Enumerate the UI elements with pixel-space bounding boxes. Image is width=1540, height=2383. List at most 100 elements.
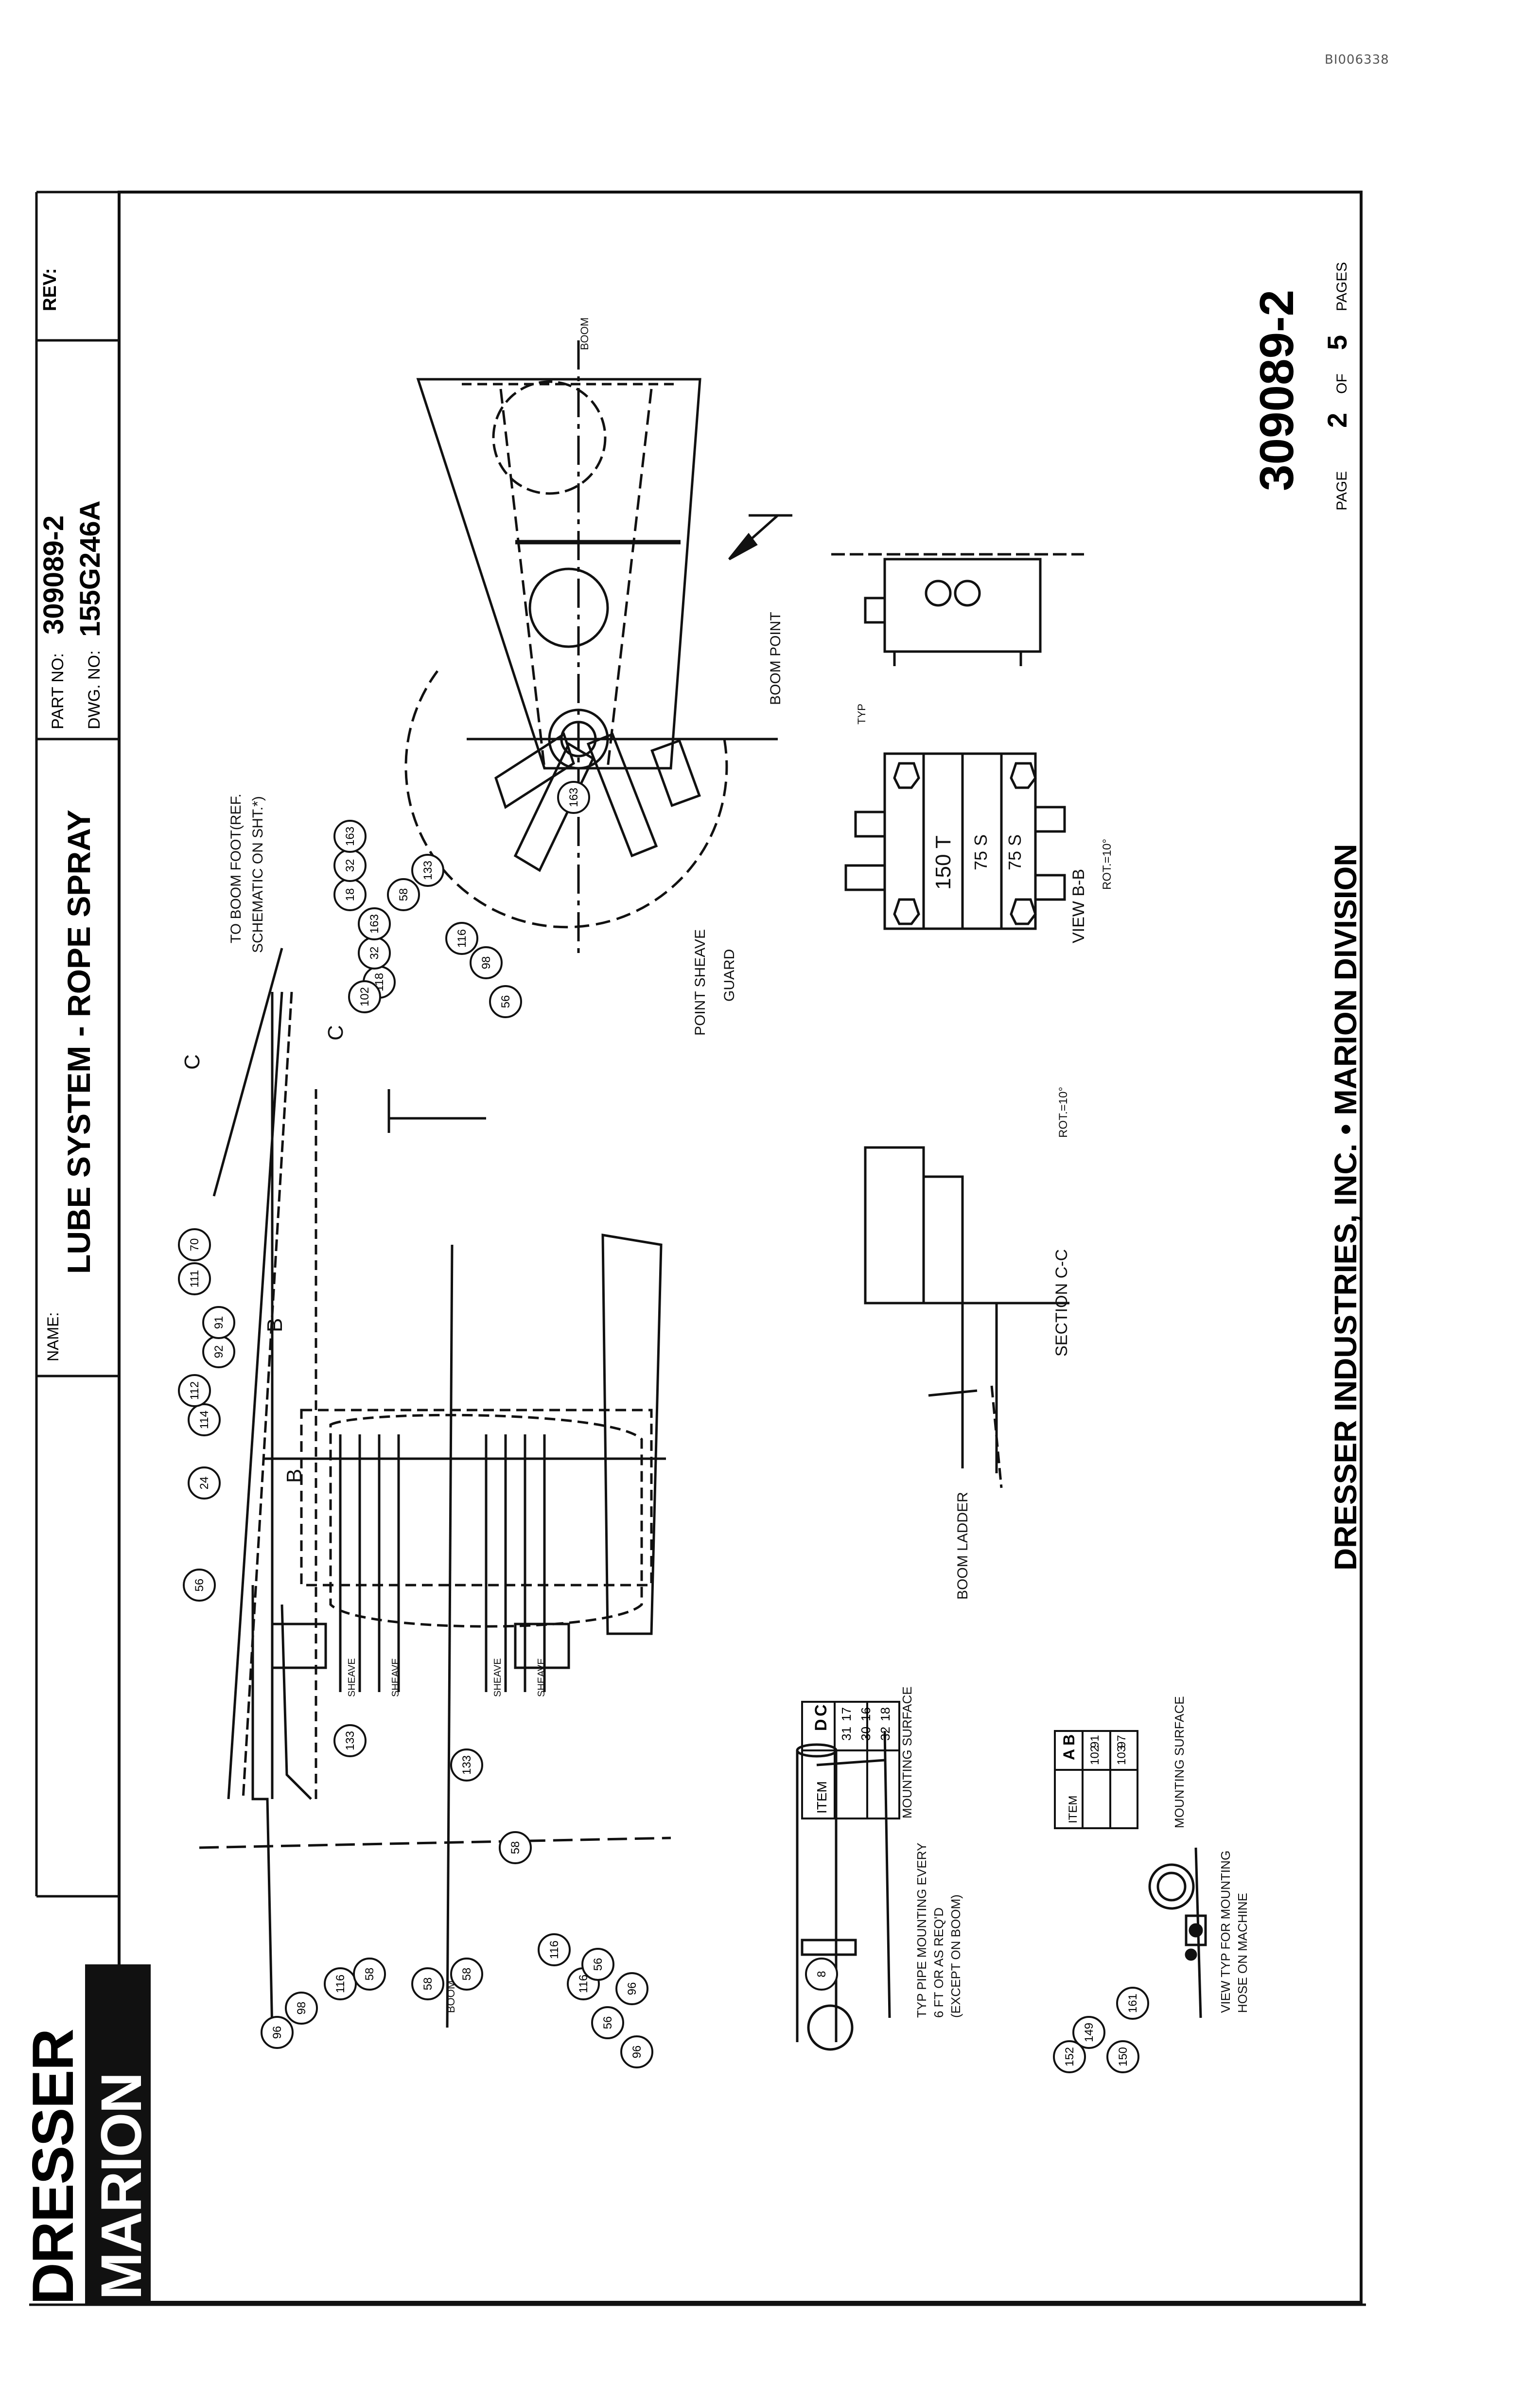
callout-item-circle xyxy=(591,2006,624,2039)
label-section-c-2: C xyxy=(324,1025,348,1041)
logo-marion: MARION xyxy=(89,2073,154,2300)
label-typ-pipe-2: 6 FT OR AS REQ'D xyxy=(931,1907,946,2018)
callout-item-circle xyxy=(499,1831,532,1864)
callout-sheave-item: 58 xyxy=(397,888,410,901)
footer-part-number: 309089-2 xyxy=(1250,290,1303,491)
callout-sheave-item: 163 xyxy=(567,788,580,807)
table-ab-cell: 103 xyxy=(1115,1746,1128,1765)
callout-item-circle xyxy=(261,2016,294,2049)
callout-item-circle xyxy=(178,1262,211,1295)
label-mounting-surface-1: MOUNTING SURFACE xyxy=(900,1686,914,1818)
callout-item-circle xyxy=(183,1569,216,1602)
callout-item: 58 xyxy=(509,1841,522,1854)
table-ab-header-item: ITEM xyxy=(1067,1796,1080,1823)
logo-dresser: DRESSER xyxy=(20,2030,86,2305)
callout-item: 58 xyxy=(460,1968,473,1981)
footer-page-total: 5 xyxy=(1322,335,1352,350)
callout-detail-item: 8 xyxy=(815,1971,828,1977)
table-dc-header-c: C xyxy=(812,1704,830,1716)
callout-item-circle xyxy=(353,1958,386,1991)
callout-item: 96 xyxy=(271,2026,284,2039)
label-boom-cl-top: BOOM xyxy=(578,318,591,350)
label-boom-ladder: BOOM LADDER xyxy=(955,1492,971,1600)
table-dc-cell: 30 xyxy=(858,1727,873,1741)
callout-detail-item-circle xyxy=(1053,2040,1086,2073)
footer-pages: PAGES xyxy=(1334,262,1350,311)
label-section-b: B xyxy=(263,1318,287,1332)
callout-item-circle xyxy=(178,1228,211,1261)
label-sheave-4: SHEAVE xyxy=(536,1658,547,1697)
label-sheave-2: SHEAVE xyxy=(390,1658,401,1697)
sheet-border xyxy=(118,191,1363,2304)
callout-item: 56 xyxy=(601,2016,614,2030)
table-ab-header-a: A xyxy=(1060,1749,1078,1760)
label-block-75b: 75 S xyxy=(1005,834,1025,870)
label-sheave-1: SHEAVE xyxy=(347,1658,357,1697)
callout-sheave-item: 56 xyxy=(499,995,512,1008)
callout-item-circle xyxy=(581,1948,614,1981)
callout-item: 70 xyxy=(188,1238,201,1252)
table-dc-cell: 32 xyxy=(878,1727,892,1741)
rev-label: REV: xyxy=(40,268,60,311)
callout-sheave-item: 18 xyxy=(344,888,357,901)
callout-item: 111 xyxy=(188,1270,201,1288)
callout-item-circle xyxy=(450,1748,483,1782)
callout-sheave-item-circle xyxy=(557,781,590,814)
dwg-number-value: 155G246A xyxy=(74,500,106,637)
label-point-sheave: POINT SHEAVE xyxy=(692,929,708,1036)
part-label: PART NO: xyxy=(49,653,67,729)
callout-item-circle xyxy=(333,1724,367,1757)
footer-of: OF xyxy=(1334,373,1350,394)
footer-page-label: PAGE xyxy=(1334,471,1350,511)
dwg-label: DWG. NO: xyxy=(85,651,104,729)
callout-item: 58 xyxy=(363,1968,376,1981)
callout-sheave-item-circle xyxy=(358,907,391,940)
boom-elevation-view xyxy=(199,948,671,2033)
callout-sheave-item-circle xyxy=(489,985,522,1018)
callout-item: 96 xyxy=(626,1982,639,1995)
pipe-mounting-detail xyxy=(796,1730,891,2051)
table-dc-cell: 31 xyxy=(839,1727,854,1741)
table-dc-header-item: ITEM xyxy=(814,1781,829,1814)
label-section-b-2: B xyxy=(282,1469,306,1483)
callout-sheave-item: 98 xyxy=(480,956,493,970)
label-block-75a: 75 S xyxy=(971,834,991,870)
callout-sheave-item: 32 xyxy=(368,947,381,960)
callout-item: 24 xyxy=(198,1477,211,1490)
callout-item-circle xyxy=(202,1306,235,1339)
document-id: BI006338 xyxy=(1325,53,1389,67)
label-block-150: 150 T xyxy=(931,835,955,890)
label-view-typ-1: VIEW TYP FOR MOUNTING xyxy=(1218,1851,1233,2013)
label-guard: GUARD xyxy=(721,949,737,1002)
label-section-cc: SECTION C-C xyxy=(1052,1249,1071,1357)
pump-block xyxy=(831,553,1084,666)
callout-item-circle xyxy=(285,1992,318,2025)
callout-detail-item-circle xyxy=(1072,2016,1105,2049)
callout-item: 98 xyxy=(295,2002,308,2015)
callout-item: 112 xyxy=(188,1381,201,1400)
callout-sheave-item-circle xyxy=(333,820,367,853)
callout-detail-item: 152 xyxy=(1063,2047,1076,2066)
callout-item: 91 xyxy=(212,1316,226,1329)
name-label: NAME: xyxy=(44,1312,62,1361)
callout-item: 116 xyxy=(334,1975,347,1993)
callout-item: 114 xyxy=(198,1411,211,1429)
callout-sheave-item: 163 xyxy=(368,914,381,934)
label-schematic: SCHEMATIC ON SHT.*) xyxy=(250,796,266,953)
label-rot-bb: ROT.=10° xyxy=(1101,839,1114,890)
callout-item: 116 xyxy=(577,1975,590,1993)
hose-mounting-detail xyxy=(1148,1847,1207,2018)
label-to-boom-foot: TO BOOM FOOT(REF. xyxy=(228,794,244,943)
callout-item-circle xyxy=(538,1933,571,1966)
table-ab xyxy=(1054,1730,1138,1829)
label-view-bb: VIEW B-B xyxy=(1069,869,1088,943)
callout-item-circle xyxy=(411,1967,444,2000)
view-bb-block xyxy=(844,752,1066,930)
callout-sheave-item: 133 xyxy=(421,861,435,880)
callout-item-circle xyxy=(324,1967,357,2000)
drawing-name: LUBE SYSTEM - ROPE SPRAY xyxy=(61,810,97,1274)
table-dc-cell: 16 xyxy=(858,1707,873,1721)
